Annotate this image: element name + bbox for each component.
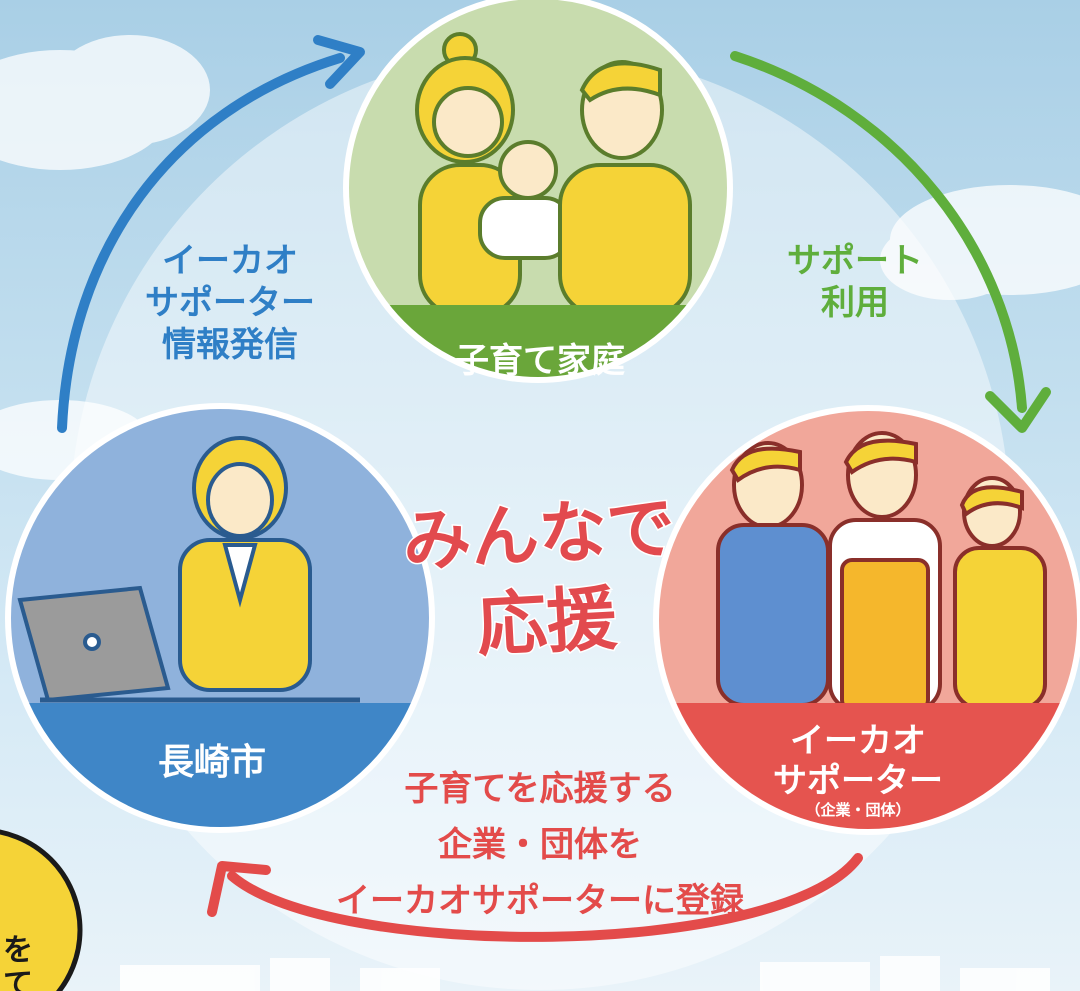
background-clouds [0,35,1080,480]
city-label: 長崎市 [158,742,266,783]
edge-city-family-line2: サポーター [145,283,315,323]
arrow-supporter-to-city [207,853,863,942]
center-slogan: みんなで 応援 [399,487,678,668]
family-illustration [415,32,692,317]
center-slogan-line2: 応援 [475,577,620,666]
node-family: 子育て家庭 [343,0,733,383]
edge-label-city-to-family: イーカオ サポーター 情報発信 [145,241,315,365]
supporter-illustration [716,431,1047,712]
corner-badge: を て [0,829,83,991]
arrow-city-to-family [57,35,365,433]
edge-city-family-line1: イーカオ [162,241,298,281]
node-supporter: イーカオ サポーター （企業・団体） [653,405,1080,835]
city-illustration [17,436,360,703]
edge-family-supporter-line2: 利用 [821,283,889,323]
arrow-family-to-supporter [730,51,1051,433]
supporter-sublabel: （企業・団体） [805,801,910,819]
center-slogan-line1: みんなで [401,489,677,582]
edge-city-family-line3: 情報発信 [162,325,298,365]
edge-supporter-city-line1: 子育てを応援する [404,769,675,809]
edge-family-supporter-line1: サポート [787,241,923,281]
edge-supporter-city-line3: イーカオサポーターに登録 [336,881,745,921]
corner-badge-text1: を [3,933,33,968]
city-silhouette [120,956,1050,991]
corner-badge-text2: て [3,967,33,991]
supporter-label-line1: イーカオ [790,721,926,761]
family-label: 子育て家庭 [455,341,625,381]
node-city: 長崎市 [5,403,435,833]
edge-supporter-city-line2: 企業・団体を [438,825,642,865]
edge-label-supporter-to-city: 子育てを応援する 企業・団体を イーカオサポーターに登録 [336,769,745,921]
supporter-label-line2: サポーター [773,761,943,801]
edge-label-family-to-supporter: サポート 利用 [787,241,923,323]
